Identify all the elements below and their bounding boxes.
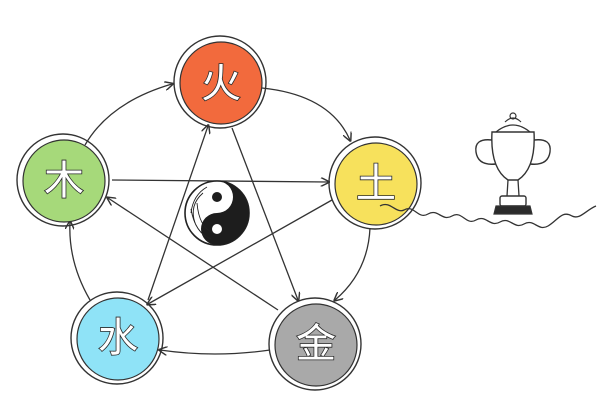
node-wood: 木 [16,133,110,227]
node-metal: 金 [268,297,362,391]
node-wood-glyph: 木 [44,158,84,204]
node-earth: 土 [328,136,422,230]
node-fire-glyph: 火 [201,61,241,107]
node-water-fill [76,297,160,381]
node-metal-glyph: 金 [296,321,336,367]
cycle-arrow-earth-metal [335,227,371,300]
star-line-fire-metal [231,127,298,300]
trophy-icon [475,112,551,215]
node-water-glyph: 水 [98,315,138,361]
star-line-metal-wood [108,198,279,311]
node-fire: 火 [173,35,267,129]
cycle-arrow-water-wood [70,222,91,301]
node-fire-fill [179,41,263,125]
star-line-water-fire [147,126,208,301]
yin-yang-icon [184,180,250,246]
node-metal-fill [274,303,358,387]
star-line-earth-water [148,199,333,304]
wavy-connector [379,203,597,229]
node-earth-fill [334,142,418,226]
cycle-arrow-fire-earth [261,87,350,140]
node-wood-fill [22,139,106,223]
controlling-star [108,126,333,311]
node-earth-glyph: 土 [356,161,396,207]
node-water: 水 [70,291,164,385]
cycle-arrow-wood-fire [84,84,172,146]
cycle-arrow-metal-water [160,350,271,354]
generating-cycle [70,84,371,354]
